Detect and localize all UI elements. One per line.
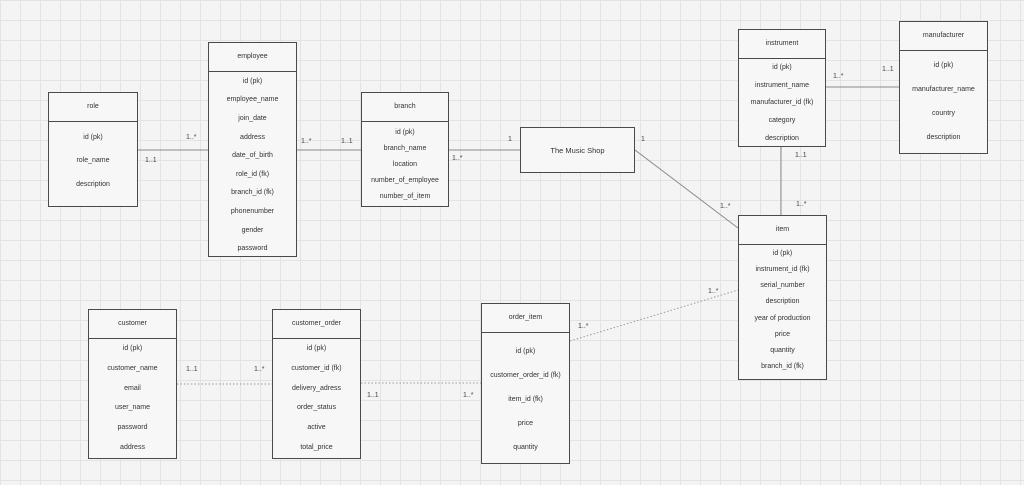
employee-field: address [240,133,265,141]
item-field: description [765,298,800,306]
entity-instrument-title: instrument [739,30,825,59]
entity-employee-title: employee [209,43,296,72]
instrument-field: instrument_name [754,81,810,89]
manufacturer-field: description [926,133,961,141]
entity-item[interactable]: item id (pk) instrument_id (fk) serial_n… [738,215,827,380]
cardinality-label: 1..* [708,288,719,295]
customer-field: user_name [114,404,151,412]
role-field: id (pk) [83,134,103,142]
entity-instrument[interactable]: instrument id (pk) instrument_name manuf… [738,29,826,147]
entity-role-title: role [49,93,137,122]
music-shop-label: The Music Shop [550,145,605,155]
customer-field: id (pk) [122,345,143,353]
cardinality-label: 1..* [578,323,589,330]
cardinality-label: 1..* [463,392,474,399]
cardinality-label: 1..* [833,73,844,80]
employee-field: employee_name [226,96,279,104]
employee-field: id (pk) [242,77,263,85]
customer-field: password [117,423,148,431]
cardinality-label: 1..* [301,138,312,145]
entity-order-item-title: order_item [482,304,569,333]
cardinality-label: 1..* [796,201,807,208]
instrument-field: description [765,134,799,142]
cardinality-label: 1..* [720,203,731,210]
cardinality-label: 1..1 [145,157,157,164]
item-field: year of production [754,314,811,322]
entity-branch[interactable]: branch id (pk) branch_name location numb… [361,92,449,207]
cardinality-label: 1..1 [795,152,807,159]
order-item-field: item_id (fk) [508,395,543,403]
manufacturer-field: manufacturer_name [912,85,975,93]
employee-field: phonenumber [230,207,275,215]
entity-customer-title: customer [89,310,176,339]
edge-orderitem-item[interactable] [569,289,739,342]
employee-field: date_of_birth [232,152,273,160]
item-field: quantity [770,347,795,355]
role-field: description [76,180,110,188]
customer-field: email [124,384,141,392]
cardinality-label: 1..* [254,366,265,373]
entity-customer-order[interactable]: customer_order id (pk) customer_id (fk) … [272,309,361,459]
branch-field: id (pk) [395,128,415,136]
customer-order-field: active [307,423,326,431]
customer-order-field: order_status [297,404,336,412]
edge-shop-item[interactable] [634,149,739,229]
item-field: id (pk) [772,249,793,257]
entity-customer[interactable]: customer id (pk) customer_name email use… [88,309,177,459]
cardinality-label: 1..* [452,155,463,162]
order-item-field: id (pk) [515,347,536,355]
item-field: price [774,330,791,338]
employee-field: password [237,245,268,253]
branch-field: number_of_item [379,192,431,200]
customer-order-field: id (pk) [306,345,327,353]
entity-music-shop[interactable]: The Music Shop [520,127,635,173]
entity-order-item[interactable]: order_item id (pk) customer_order_id (fk… [481,303,570,464]
instrument-field: id (pk) [772,64,792,72]
employee-field: gender [241,226,264,234]
manufacturer-field: country [932,109,955,117]
order-item-field: price [517,419,534,427]
employee-field: role_id (fk) [235,170,270,178]
entity-employee[interactable]: employee id (pk) employee_name join_date… [208,42,297,257]
entity-item-title: item [739,216,826,245]
instrument-field: manufacturer_id (fk) [750,99,814,107]
branch-field: location [392,160,418,168]
item-field: instrument_id (fk) [755,265,810,273]
cardinality-label: 1..* [186,134,197,141]
customer-order-field: delivery_adress [291,384,342,392]
instrument-field: category [768,117,796,125]
cardinality-label: 1 [508,136,512,143]
entity-branch-title: branch [362,93,448,122]
employee-field: join_date [238,114,267,122]
cardinality-label: 1..1 [186,366,198,373]
customer-field: customer_name [107,364,158,372]
customer-field: address [120,443,145,451]
item-field: branch_id (fk) [761,363,804,371]
entity-role[interactable]: role id (pk) role_name description [48,92,138,207]
cardinality-label: 1..1 [341,138,353,145]
entity-customer-order-title: customer_order [273,310,360,339]
order-item-field: customer_order_id (fk) [490,371,561,379]
branch-field: branch_name [383,144,427,152]
customer-order-field: total_price [300,443,333,451]
branch-field: number_of_employee [371,176,439,184]
item-field: serial_number [760,282,805,290]
cardinality-label: 1 [641,136,645,143]
order-item-field: quantity [513,443,538,451]
entity-manufacturer[interactable]: manufacturer id (pk) manufacturer_name c… [899,21,988,154]
cardinality-label: 1..1 [367,392,379,399]
employee-field: branch_id (fk) [231,189,274,197]
manufacturer-field: id (pk) [933,61,954,69]
cardinality-label: 1..1 [882,66,894,73]
role-field: role_name [76,157,110,165]
customer-order-field: customer_id (fk) [291,364,342,372]
entity-manufacturer-title: manufacturer [900,22,987,51]
